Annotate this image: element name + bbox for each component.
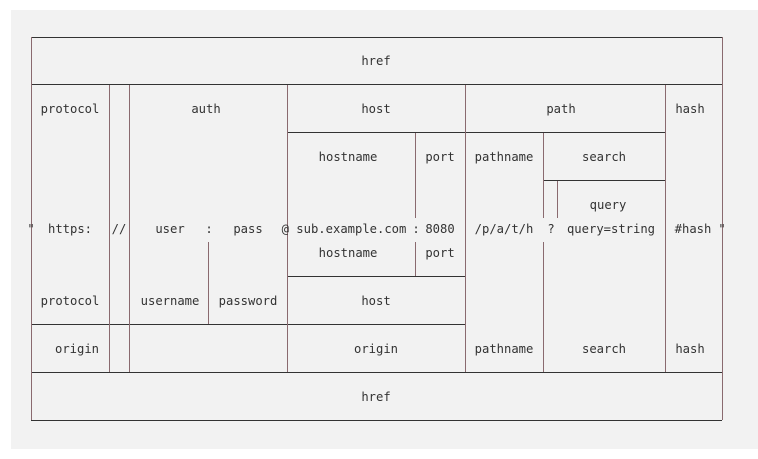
label-hostname-bottom: hostname: [318, 245, 378, 260]
label-search-top: search: [581, 149, 627, 164]
label-host-bottom: host: [361, 293, 391, 308]
label-host-top: host: [361, 101, 391, 116]
label-origin-right: origin: [353, 341, 399, 356]
url-question: ?: [547, 221, 555, 236]
label-port-top: port: [425, 149, 455, 164]
url-query: query=string: [566, 221, 656, 236]
url-close-quote: ": [718, 221, 726, 236]
url-port: 8080: [425, 221, 455, 236]
label-search-bottom: search: [581, 341, 627, 356]
label-query: query: [589, 197, 627, 212]
label-pathname-top: pathname: [474, 149, 534, 164]
label-username: username: [140, 293, 200, 308]
label-port-bottom: port: [425, 245, 455, 260]
label-href-bottom: href: [361, 389, 391, 404]
label-path: path: [546, 101, 576, 116]
url-at-host: @ sub.example.com: [281, 221, 407, 236]
diagram-panel: href protocol auth host path hash hostna…: [11, 10, 758, 449]
url-protocol: https:: [47, 221, 93, 236]
label-pathname-bottom: pathname: [474, 341, 534, 356]
label-password: password: [218, 293, 278, 308]
url-colon: :: [205, 221, 213, 236]
label-hash-bottom: hash: [675, 341, 705, 356]
label-protocol-top: protocol: [40, 101, 100, 116]
url-user: user: [155, 221, 185, 236]
url-port-colon: :: [412, 221, 420, 236]
label-hash-top: hash: [675, 101, 705, 116]
url-pathname: /p/a/t/h: [474, 221, 534, 236]
url-hash: #hash: [674, 221, 712, 236]
label-href-top: href: [361, 53, 391, 68]
label-protocol-bottom: protocol: [40, 293, 100, 308]
label-origin-left: origin: [54, 341, 100, 356]
url-open-quote: ": [27, 221, 35, 236]
label-hostname-top: hostname: [318, 149, 378, 164]
url-pass: pass: [233, 221, 263, 236]
label-auth: auth: [191, 101, 221, 116]
url-slashes: //: [111, 221, 127, 236]
